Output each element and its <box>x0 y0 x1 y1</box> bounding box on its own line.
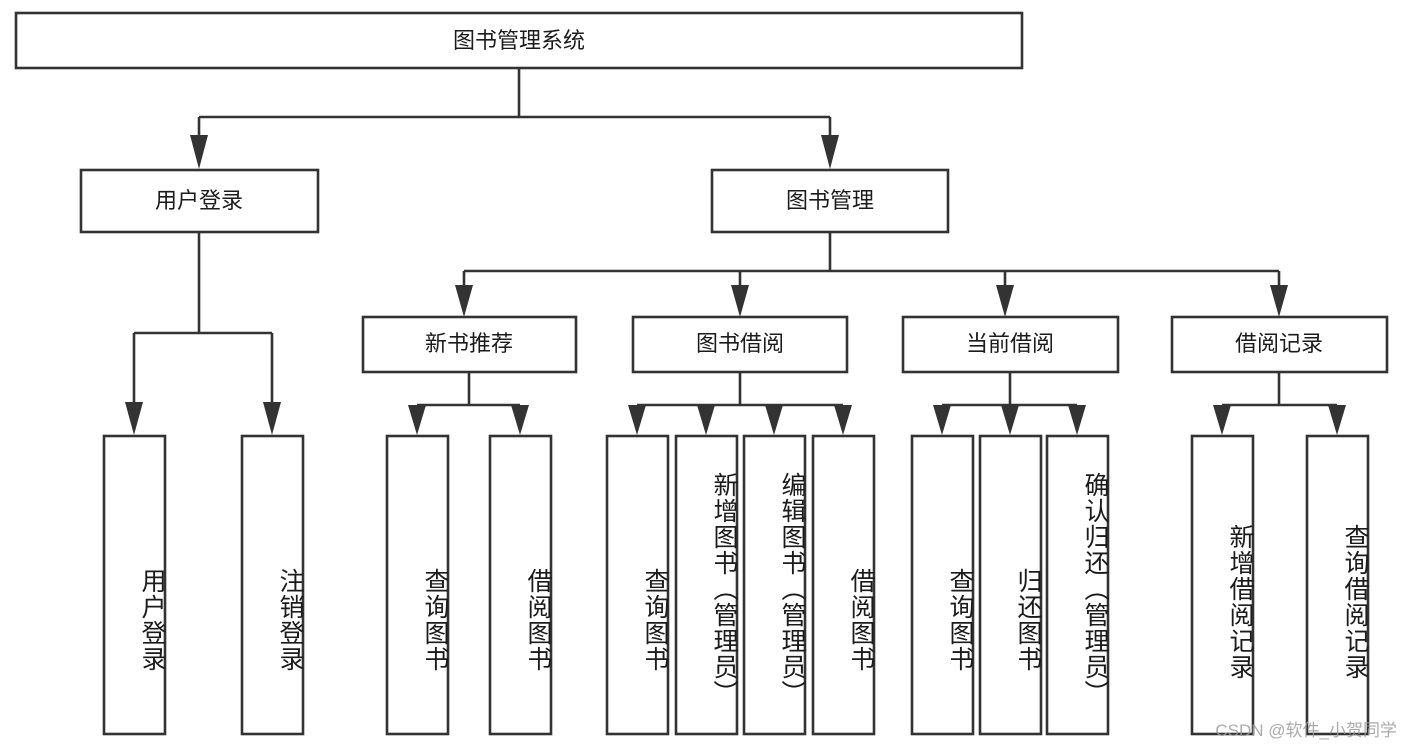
node-user-login-label: 用户登录 <box>155 188 243 213</box>
arrow-leaf-borrow-book-2 <box>834 405 852 435</box>
node-current-borrow-box[interactable] <box>901 315 1120 374</box>
node-user-login-box[interactable] <box>79 168 320 234</box>
node-new-book-recommend-label: 新书推荐 <box>425 331 513 356</box>
arrow-leaf-add-book <box>697 405 715 435</box>
node-leaf-query-book-1-box[interactable] <box>385 434 450 736</box>
node-leaf-confirm-return-box[interactable] <box>1045 434 1110 736</box>
node-leaf-add-book-box[interactable] <box>674 434 739 736</box>
node-book-borrow-box[interactable] <box>631 315 849 374</box>
node-leaf-query-book-2-box[interactable] <box>605 434 670 736</box>
node-leaf-add-record-box[interactable] <box>1190 434 1255 736</box>
arrow-leaf-return-book <box>1001 405 1019 435</box>
node-leaf-user-login-box[interactable] <box>102 434 167 736</box>
csdn-watermark: CSDN @软件_小贺同学 <box>1215 721 1397 740</box>
connector-layer <box>125 68 1346 435</box>
node-box-layer <box>14 11 1389 736</box>
arrow-leaf-query-book-2 <box>628 405 646 435</box>
node-leaf-return-book-box[interactable] <box>978 434 1043 736</box>
node-leaf-borrow-book-2-box[interactable] <box>811 434 876 736</box>
node-leaf-query-record-box[interactable] <box>1305 434 1370 736</box>
node-root-label: 图书管理系统 <box>453 28 585 53</box>
node-book-manage-label: 图书管理 <box>786 188 874 213</box>
node-book-borrow-label: 图书借阅 <box>696 331 784 356</box>
node-new-book-recommend-box[interactable] <box>361 315 578 374</box>
node-current-borrow-label: 当前借阅 <box>966 331 1054 356</box>
node-leaf-query-book-3-box[interactable] <box>910 434 975 736</box>
node-root-box[interactable] <box>14 11 1024 70</box>
arrow-leaf-query-record <box>1328 405 1346 435</box>
arrow-book-borrow <box>731 285 749 317</box>
node-borrow-record-label: 借阅记录 <box>1235 331 1323 356</box>
arrow-leaf-confirm-return <box>1068 405 1086 435</box>
horizontal-label-layer: 图书管理系统 用户登录 图书管理 新书推荐 图书借阅 当前借阅 借阅记录 <box>155 28 1323 356</box>
arrow-user-login <box>190 135 208 169</box>
arrow-leaf-edit-book <box>765 405 783 435</box>
arrow-book-manage <box>821 135 839 169</box>
arrow-leaf-borrow-book-1 <box>511 405 529 435</box>
arrow-current-borrow <box>996 285 1014 317</box>
node-book-manage-box[interactable] <box>710 168 950 234</box>
arrow-leaf-query-book-1 <box>408 405 426 435</box>
node-leaf-user-logout-box[interactable] <box>240 434 305 736</box>
node-borrow-record-box[interactable] <box>1170 315 1389 374</box>
arrow-leaf-user-logout <box>263 402 281 435</box>
arrow-new-book-recommend <box>455 285 473 317</box>
arrow-leaf-query-book-3 <box>933 405 951 435</box>
arrow-leaf-user-login <box>125 402 143 435</box>
arrow-borrow-record <box>1270 285 1288 317</box>
arrow-leaf-add-record <box>1213 405 1231 435</box>
node-leaf-borrow-book-1-box[interactable] <box>488 434 553 736</box>
node-leaf-edit-book-box[interactable] <box>742 434 807 736</box>
